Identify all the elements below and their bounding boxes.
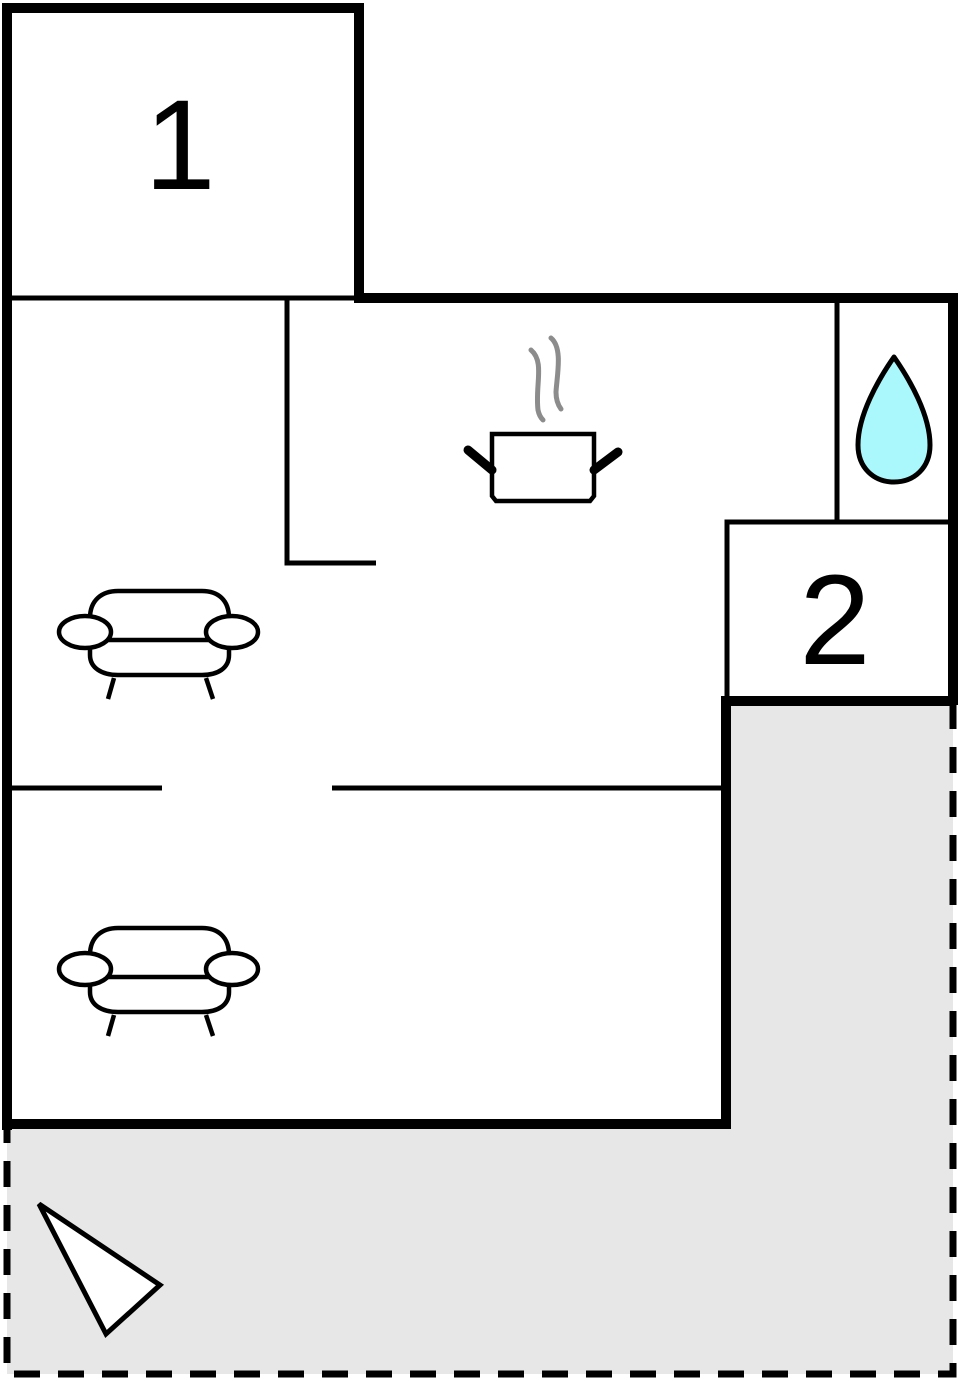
room-label-1: 1 xyxy=(144,74,216,217)
sofa-icon xyxy=(56,925,261,1037)
terrace-area xyxy=(3,703,957,1378)
cooking-pot-icon xyxy=(463,335,623,504)
interior-floor xyxy=(10,10,952,1124)
sofa-icon xyxy=(56,588,261,700)
compass-arrow-icon xyxy=(36,1201,165,1339)
interior-walls xyxy=(10,295,950,791)
room-label-2: 2 xyxy=(799,549,871,692)
water-drop-icon xyxy=(855,354,933,485)
exterior-walls xyxy=(2,3,958,1130)
